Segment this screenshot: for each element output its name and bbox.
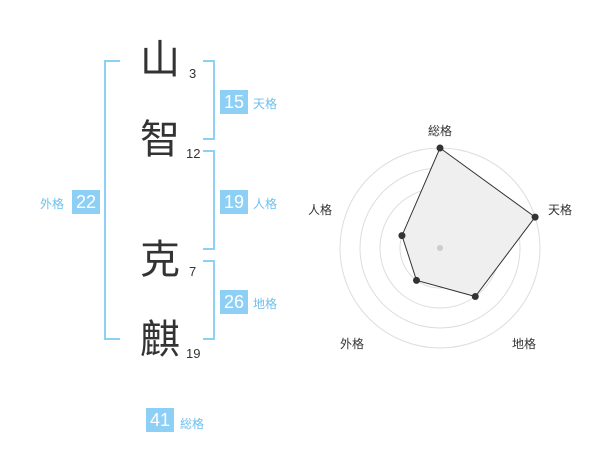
gaikaku-value: 22	[72, 190, 100, 214]
name-char-4: 麒	[140, 317, 180, 363]
stroke-count-2: 12	[186, 146, 201, 161]
radar-center-dot	[437, 245, 443, 251]
jinkaku-bracket	[203, 150, 215, 250]
soukaku-value: 41	[146, 408, 174, 432]
radar-label-chikaku: 地格	[512, 337, 537, 351]
stroke-count-1: 3	[189, 66, 197, 81]
jinkaku-value: 19	[220, 190, 248, 214]
name-char-2: 智	[140, 117, 180, 163]
radar-score-area	[401, 147, 536, 298]
chikaku-value: 26	[220, 290, 248, 314]
name-char-3: 克	[140, 237, 180, 283]
stroke-count-3: 7	[189, 264, 197, 279]
radar-label-gaikaku: 外格	[340, 337, 365, 351]
tenkaku-label: 天格	[253, 97, 278, 111]
radar-point	[412, 276, 420, 284]
tenkaku-value: 15	[220, 90, 248, 114]
jinkaku-label: 人格	[253, 197, 278, 211]
radar-label-jinkaku: 人格	[308, 203, 333, 217]
radar-point	[436, 144, 444, 152]
tenkaku-bracket	[203, 60, 215, 140]
chikaku-bracket	[203, 260, 215, 340]
radar-label-tenkaku: 天格	[548, 203, 573, 217]
gaikaku-bracket	[104, 60, 120, 340]
radar-point	[531, 213, 539, 221]
name-char-1: 山	[140, 37, 180, 83]
radar-label-soukaku: 総格	[428, 124, 453, 138]
radar-point	[398, 232, 406, 240]
soukaku-label: 総格	[180, 417, 205, 431]
gaikaku-label: 外格	[40, 197, 65, 211]
stroke-count-4: 19	[186, 346, 201, 361]
chikaku-label: 地格	[253, 297, 278, 311]
radar-point	[471, 293, 479, 301]
